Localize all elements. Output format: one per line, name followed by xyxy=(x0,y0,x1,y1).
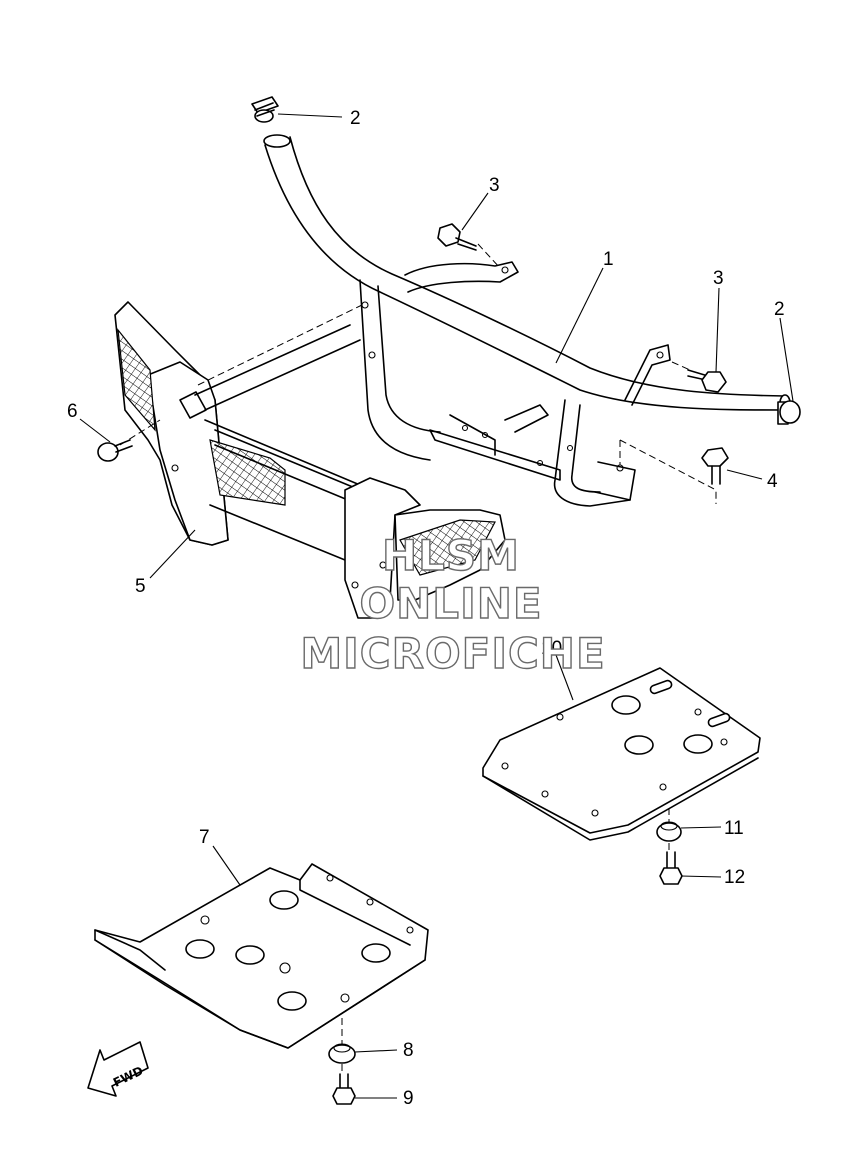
watermark: HLSM ONLINE MICROFICHE xyxy=(300,530,606,678)
washer-bolt xyxy=(97,439,133,462)
flange-bolt-upper xyxy=(437,223,477,251)
end-cap-left xyxy=(251,96,279,123)
callout-3-right: 3 xyxy=(713,268,724,289)
fwd-arrow-icon: FWD xyxy=(87,1041,149,1097)
callout-4: 4 xyxy=(767,471,778,492)
callout-1: 1 xyxy=(603,249,614,270)
front-bumper-frame xyxy=(114,301,506,619)
skid-plate-upper xyxy=(482,667,761,841)
callout-12: 12 xyxy=(724,867,745,888)
callout-2-top: 2 xyxy=(350,108,361,129)
callout-2-right: 2 xyxy=(774,299,785,320)
bolt-lower xyxy=(332,1073,356,1105)
flange-bolt-right xyxy=(687,369,727,393)
end-cap-right xyxy=(777,400,801,425)
watermark-line-1: HLSM xyxy=(382,531,520,580)
bolt-upper xyxy=(659,851,683,885)
callout-9: 9 xyxy=(403,1088,414,1109)
collar-lower xyxy=(328,1043,356,1064)
watermark-line-3: MICROFICHE xyxy=(300,629,605,678)
callout-10: 10 xyxy=(541,638,562,659)
callout-5: 5 xyxy=(135,576,146,597)
callout-7: 7 xyxy=(199,827,210,848)
callout-6: 6 xyxy=(67,401,78,422)
collar-upper xyxy=(656,821,682,842)
skid-plate-lower xyxy=(94,863,429,1049)
callout-8: 8 xyxy=(403,1040,414,1061)
callout-3-top: 3 xyxy=(489,175,500,196)
leader-lines xyxy=(79,113,794,1099)
watermark-line-2: ONLINE xyxy=(359,579,542,628)
callout-11: 11 xyxy=(724,818,744,839)
hex-bolt xyxy=(701,447,729,485)
assembly-lines xyxy=(119,243,717,1074)
